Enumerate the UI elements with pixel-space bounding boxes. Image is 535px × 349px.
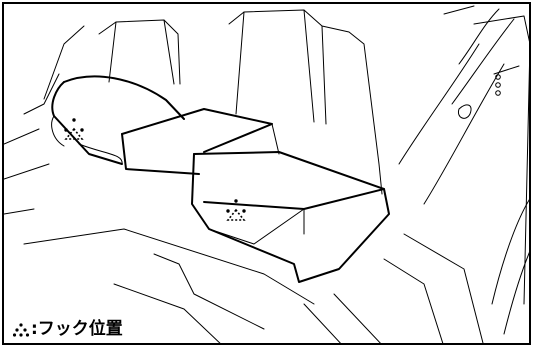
hook-marker-left-icon bbox=[64, 118, 84, 140]
legend: :フック位置 bbox=[11, 321, 125, 338]
illustration-frame: :フック位置 bbox=[2, 2, 531, 345]
rear-seat-illustration bbox=[4, 5, 529, 343]
hook-position-icon bbox=[13, 322, 29, 337]
hook-marker-right-icon bbox=[226, 199, 246, 221]
legend-label: :フック位置 bbox=[31, 319, 123, 339]
